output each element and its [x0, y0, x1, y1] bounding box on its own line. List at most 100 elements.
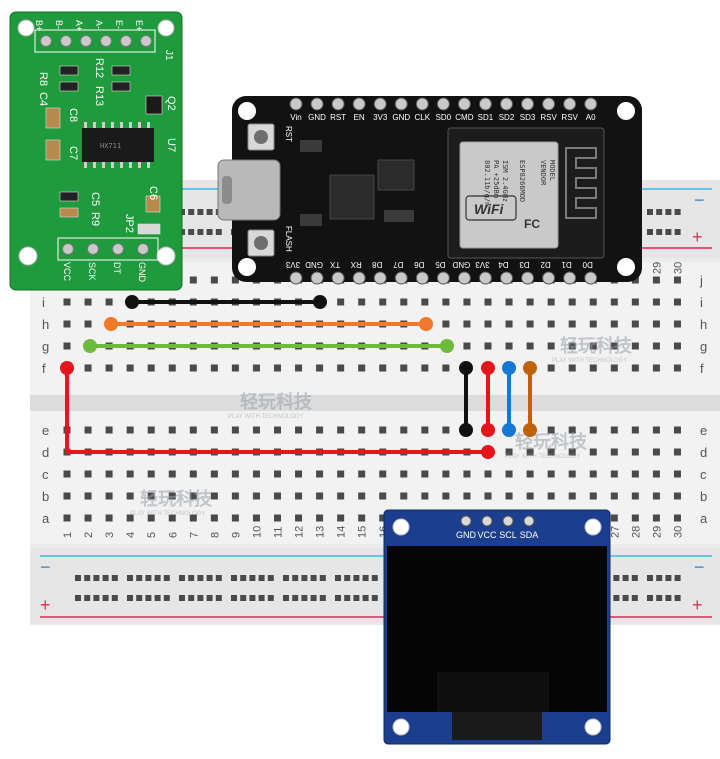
rail-hole[interactable]: [249, 575, 256, 581]
wire-end[interactable]: [313, 295, 327, 309]
wire-end[interactable]: [104, 317, 118, 331]
wire-end[interactable]: [523, 361, 537, 375]
oled-pin[interactable]: [481, 515, 493, 527]
breadboard-hole[interactable]: [610, 470, 618, 478]
breadboard-hole[interactable]: [673, 514, 681, 522]
breadboard-hole[interactable]: [631, 492, 639, 500]
breadboard-hole[interactable]: [252, 364, 260, 372]
breadboard-hole[interactable]: [231, 514, 239, 522]
esp-pin[interactable]: [500, 271, 513, 285]
rail-hole[interactable]: [188, 575, 195, 581]
rail-hole[interactable]: [240, 575, 247, 581]
hx711-pin[interactable]: [137, 243, 149, 255]
breadboard-hole[interactable]: [589, 470, 597, 478]
rail-hole[interactable]: [84, 595, 91, 601]
rail-hole[interactable]: [163, 595, 170, 601]
oled-pin[interactable]: [460, 515, 472, 527]
breadboard-hole[interactable]: [147, 492, 155, 500]
rail-hole[interactable]: [136, 595, 143, 601]
breadboard-hole[interactable]: [589, 342, 597, 350]
breadboard-hole[interactable]: [547, 320, 555, 328]
rail-hole[interactable]: [310, 575, 317, 581]
breadboard-hole[interactable]: [358, 492, 366, 500]
rail-hole[interactable]: [622, 575, 629, 581]
rail-hole[interactable]: [674, 209, 681, 215]
rail-hole[interactable]: [292, 595, 299, 601]
wire-blue-vertical[interactable]: [502, 361, 516, 437]
rail-hole[interactable]: [353, 595, 360, 601]
rail-hole[interactable]: [231, 595, 237, 601]
wire-end[interactable]: [125, 295, 139, 309]
wire-black-vertical[interactable]: [459, 361, 473, 437]
breadboard-hole[interactable]: [168, 426, 176, 434]
breadboard-hole[interactable]: [589, 320, 597, 328]
breadboard-hole[interactable]: [358, 514, 366, 522]
rail-hole[interactable]: [84, 575, 91, 581]
breadboard-hole[interactable]: [442, 320, 450, 328]
breadboard-hole[interactable]: [631, 470, 639, 478]
breadboard-hole[interactable]: [147, 426, 155, 434]
breadboard-hole[interactable]: [589, 298, 597, 306]
breadboard-hole[interactable]: [526, 448, 534, 456]
breadboard-hole[interactable]: [316, 514, 324, 522]
breadboard-hole[interactable]: [463, 492, 471, 500]
breadboard-hole[interactable]: [231, 492, 239, 500]
breadboard-hole[interactable]: [63, 320, 71, 328]
wire-red-long[interactable]: [60, 361, 495, 459]
breadboard-hole[interactable]: [463, 342, 471, 350]
esp-pin[interactable]: [310, 97, 324, 111]
breadboard-hole[interactable]: [547, 364, 555, 372]
rail-hole[interactable]: [102, 595, 109, 601]
usb-c-connector[interactable]: [217, 159, 281, 221]
breadboard-hole[interactable]: [526, 492, 534, 500]
wire-end[interactable]: [60, 361, 74, 375]
rail-hole[interactable]: [197, 595, 204, 601]
breadboard-hole[interactable]: [631, 514, 639, 522]
breadboard-hole[interactable]: [442, 298, 450, 306]
rail-hole[interactable]: [127, 575, 133, 581]
breadboard-hole[interactable]: [631, 298, 639, 306]
rail-hole[interactable]: [188, 595, 195, 601]
breadboard-hole[interactable]: [252, 426, 260, 434]
rail-hole[interactable]: [613, 595, 620, 601]
breadboard-hole[interactable]: [379, 364, 387, 372]
breadboard-hole[interactable]: [631, 342, 639, 350]
breadboard-hole[interactable]: [442, 364, 450, 372]
breadboard-hole[interactable]: [400, 470, 408, 478]
breadboard-hole[interactable]: [105, 470, 113, 478]
breadboard-hole[interactable]: [295, 364, 303, 372]
esp-pin[interactable]: [563, 97, 577, 111]
breadboard-hole[interactable]: [210, 426, 218, 434]
breadboard-hole[interactable]: [63, 342, 71, 350]
breadboard-hole[interactable]: [568, 364, 576, 372]
esp-pin[interactable]: [289, 271, 303, 285]
breadboard-hole[interactable]: [84, 320, 92, 328]
esp-pin[interactable]: [331, 271, 345, 285]
rail-hole[interactable]: [206, 595, 213, 601]
esp-pin[interactable]: [373, 271, 387, 285]
esp-pin[interactable]: [436, 97, 450, 111]
flash-button-cap[interactable]: [254, 236, 268, 250]
rail-hole[interactable]: [75, 595, 81, 601]
breadboard-hole[interactable]: [673, 364, 681, 372]
rail-hole[interactable]: [301, 575, 308, 581]
breadboard-hole[interactable]: [84, 364, 92, 372]
rail-hole[interactable]: [656, 575, 663, 581]
breadboard-hole[interactable]: [463, 470, 471, 478]
wire-end[interactable]: [83, 339, 97, 353]
breadboard-hole[interactable]: [631, 364, 639, 372]
hx711-pin[interactable]: [112, 243, 124, 255]
breadboard-hole[interactable]: [295, 514, 303, 522]
esp-pin[interactable]: [584, 271, 598, 285]
breadboard-hole[interactable]: [463, 298, 471, 306]
breadboard-hole[interactable]: [400, 298, 408, 306]
rail-hole[interactable]: [674, 229, 681, 235]
breadboard-hole[interactable]: [274, 364, 281, 372]
rail-hole[interactable]: [353, 575, 360, 581]
rail-hole[interactable]: [292, 575, 299, 581]
hx711-pin[interactable]: [120, 35, 132, 47]
breadboard-hole[interactable]: [63, 514, 71, 522]
breadboard-hole[interactable]: [442, 470, 450, 478]
rail-hole[interactable]: [267, 575, 274, 581]
esp-pin[interactable]: [373, 97, 387, 111]
